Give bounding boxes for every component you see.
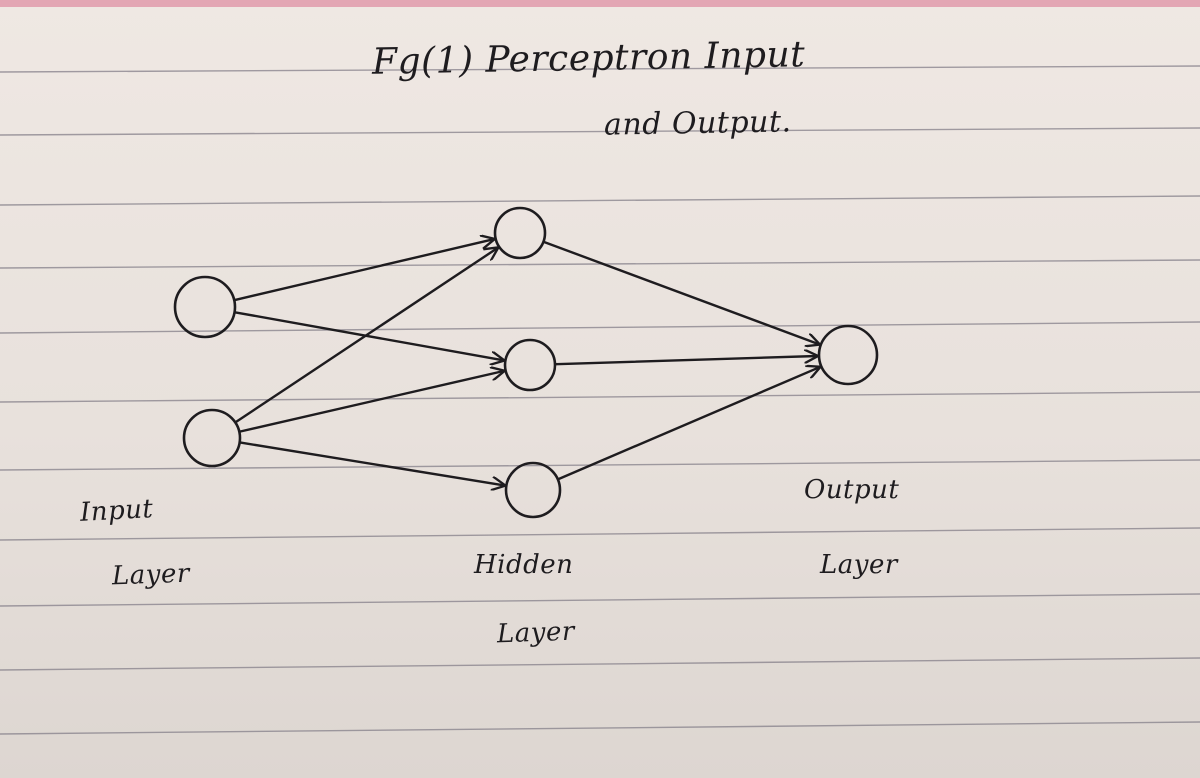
rule-line bbox=[0, 527, 1200, 541]
connection-input-2-to-hidden-2 bbox=[239, 371, 503, 433]
output-1-neuron bbox=[817, 324, 879, 386]
hidden-layer-label-line2: Layer bbox=[496, 616, 576, 650]
page-top-edge bbox=[0, 0, 1200, 7]
rule-line bbox=[0, 459, 1200, 471]
neurons bbox=[173, 206, 879, 519]
hidden-2-neuron bbox=[503, 338, 557, 392]
hidden-1-neuron bbox=[493, 206, 547, 260]
input-1-neuron bbox=[173, 275, 237, 339]
connection-hidden-2-to-output-1 bbox=[554, 356, 817, 366]
connection-hidden-1-to-output-1 bbox=[543, 240, 819, 344]
connection-hidden-3-to-output-1 bbox=[557, 367, 820, 481]
rule-line bbox=[0, 593, 1200, 607]
rule-line bbox=[0, 721, 1200, 735]
input-layer-label: Input bbox=[79, 494, 155, 528]
rule-line bbox=[0, 391, 1200, 403]
output-layer-label-line2: Layer bbox=[820, 550, 898, 580]
hidden-layer-label: Hidden bbox=[474, 550, 574, 580]
figure-title: Fg(1) Perceptron Input bbox=[371, 34, 806, 83]
rule-line bbox=[0, 321, 1200, 334]
rule-line bbox=[0, 65, 1200, 73]
hidden-3-neuron bbox=[504, 461, 562, 519]
output-layer-label: Output bbox=[804, 475, 900, 505]
connection-input-2-to-hidden-3 bbox=[239, 441, 505, 486]
connection-input-1-to-hidden-2 bbox=[234, 311, 504, 360]
connection-input-1-to-hidden-1 bbox=[233, 239, 494, 302]
connection-input-2-to-hidden-1 bbox=[234, 248, 497, 424]
input-2-neuron bbox=[182, 408, 242, 468]
connections bbox=[233, 239, 820, 486]
rule-line bbox=[0, 657, 1200, 671]
rule-line bbox=[0, 195, 1200, 206]
rule-line bbox=[0, 127, 1200, 136]
input-layer-label-line2: Layer bbox=[111, 558, 191, 592]
figure-title-continued: and Output. bbox=[603, 104, 792, 143]
